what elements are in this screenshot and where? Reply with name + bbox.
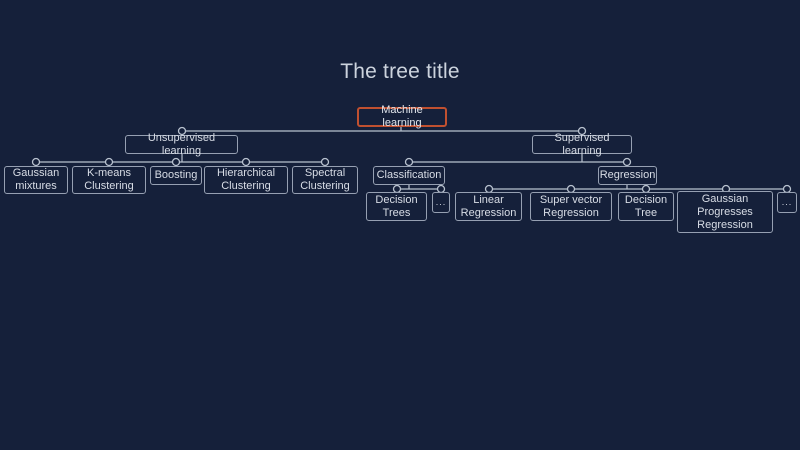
connector-lines — [36, 126, 787, 190]
tree-node-classification-more[interactable]: ... — [432, 192, 450, 213]
tree-node-regression[interactable]: Regression — [598, 166, 657, 185]
tree-node-boosting[interactable]: Boosting — [150, 166, 202, 185]
tree-node-spectral-clustering[interactable]: Spectral Clustering — [292, 166, 358, 194]
tree-node-supervised-learning[interactable]: Supervised learning — [532, 132, 632, 157]
tree-node-decision-tree[interactable]: Decision Tree — [618, 192, 674, 221]
tree-node-machine-learning[interactable]: Machine learning — [357, 104, 447, 129]
tree-node-gaussian-mixtures[interactable]: Gaussian mixtures — [4, 166, 68, 194]
tree-node-hierarchical-clustering[interactable]: Hierarchical Clustering — [204, 166, 288, 194]
tree-node-decision-trees[interactable]: Decision Trees — [366, 192, 427, 221]
diagram-title: The tree title — [340, 60, 460, 83]
tree-node-gaussian-progresses-regression[interactable]: Gaussian Progresses Regression — [677, 191, 773, 233]
tree-node-classification[interactable]: Classification — [373, 166, 445, 185]
tree-node-regression-more[interactable]: ... — [777, 192, 797, 213]
connector-dots — [31, 126, 792, 194]
tree-node-k-means-clustering[interactable]: K-means Clustering — [72, 166, 146, 194]
tree-node-super-vector-regression[interactable]: Super vector Regression — [530, 192, 612, 221]
tree-node-unsupervised-learning[interactable]: Unsupervised learning — [125, 132, 238, 157]
tree-node-linear-regression[interactable]: Linear Regression — [455, 192, 522, 221]
